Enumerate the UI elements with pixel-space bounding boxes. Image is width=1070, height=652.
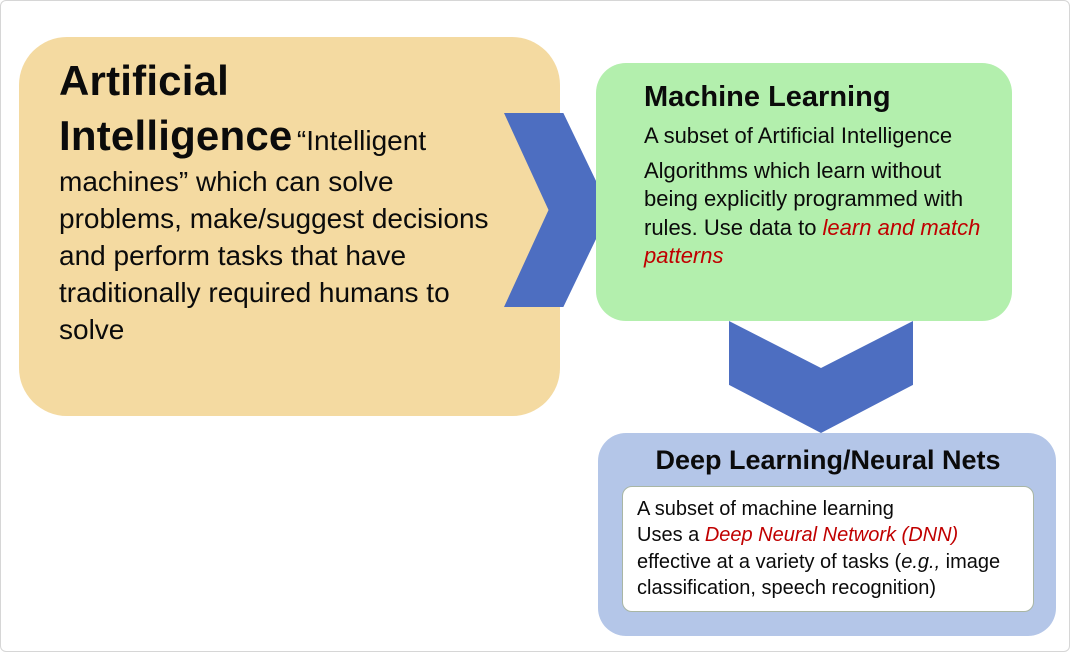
ai-title-word2: Intelligence [59,112,293,160]
artificial-intelligence-box: Artificial Intelligence “Intelligent mac… [19,37,560,416]
ml-description-highlight: learn and match patterns [644,214,981,269]
dl-line2: Uses a Deep Neural Network (DNN) [637,522,1019,548]
dl-line3-pre: effective at a variety of tasks ( [637,550,902,573]
ml-description-plain: Algorithms which learn without being exp… [644,157,964,240]
dl-line1: A subset of machine learning [637,498,894,520]
ml-title: Machine Learning [644,81,891,113]
dl-line2-plain: Uses a [637,524,705,547]
ai-text-block: Artificial Intelligence “Intelligent mac… [59,53,516,349]
ai-description: “Intelligent machines” which can solve p… [59,125,489,345]
ml-subtitle: A subset of Artificial Intelligence [644,123,953,148]
dl-title: Deep Learning/Neural Nets [655,445,1001,475]
dl-inner-panel: A subset of machine learning Uses a Deep… [622,486,1034,612]
deep-learning-box: Deep Learning/Neural Nets A subset of ma… [598,433,1056,636]
dl-line2-highlight: Deep Neural Network (DNN) [704,524,959,547]
dl-line3-post: image classification, speech recognition… [637,550,1001,600]
dl-line3: effective at a variety of tasks (e.g., i… [637,549,1019,602]
ai-title-word1: Artificial [59,57,230,104]
machine-learning-box: Machine Learning A subset of Artificial … [596,63,1012,321]
dl-line3-italic: e.g., [901,550,941,573]
ml-description: Algorithms which learn without being exp… [644,157,982,271]
chevron-down-arrow-icon [729,321,913,433]
